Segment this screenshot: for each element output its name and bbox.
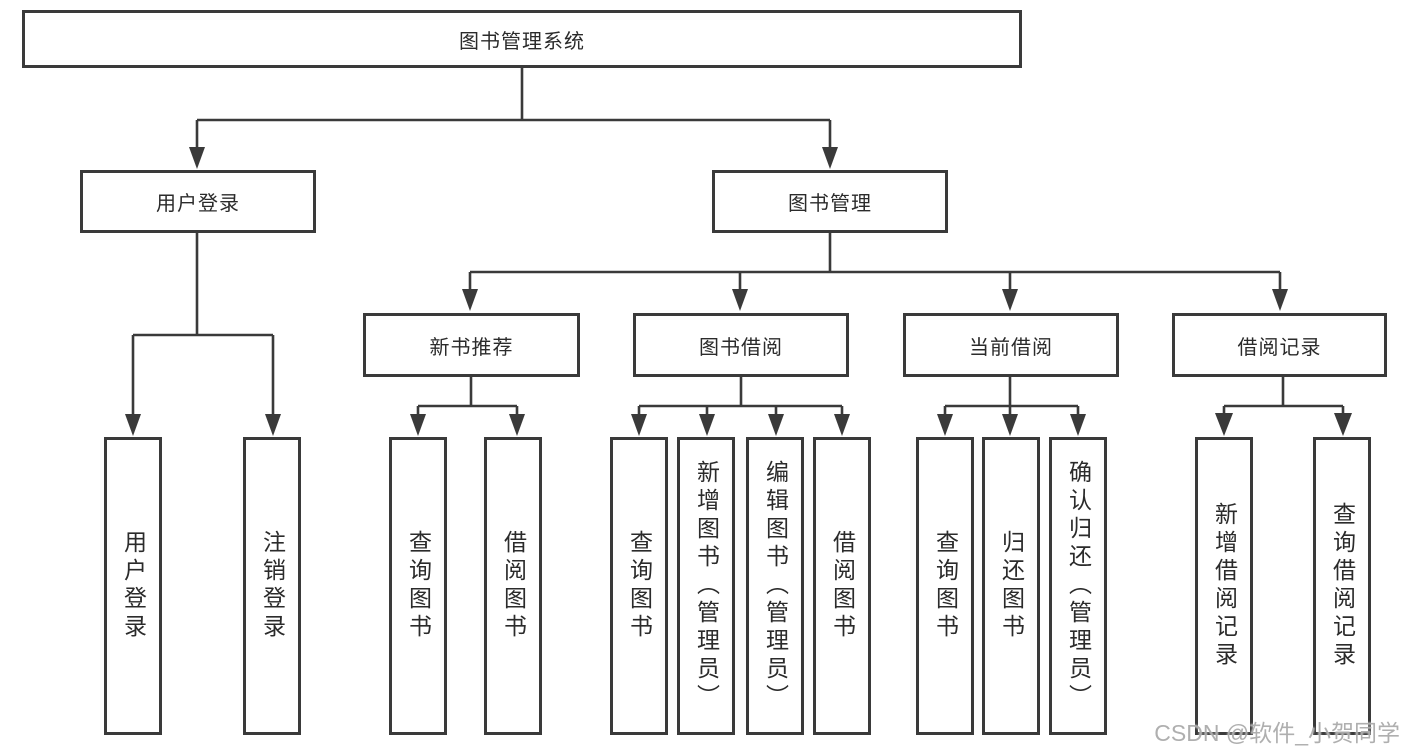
node-leaf-add-book-admin: 新增图书（管理员）: [677, 437, 735, 735]
node-book-management-system: 图书管理系统: [22, 10, 1022, 68]
node-label: 注销登录: [259, 530, 286, 642]
node-current-borrowing: 当前借阅: [903, 313, 1119, 377]
node-leaf-user-login: 用户登录: [104, 437, 162, 735]
node-label: 确认归还（管理员）: [1065, 460, 1092, 712]
node-leaf-query-books-2: 查询图书: [610, 437, 668, 735]
node-user-login: 用户登录: [80, 170, 316, 233]
node-label: 查询借阅记录: [1329, 502, 1356, 670]
node-label: 查询图书: [932, 530, 959, 642]
node-leaf-logout: 注销登录: [243, 437, 301, 735]
node-leaf-borrow-books-2: 借阅图书: [813, 437, 871, 735]
node-label: 查询图书: [405, 530, 432, 642]
node-label: 新增图书（管理员）: [693, 460, 720, 712]
node-book-borrowing: 图书借阅: [633, 313, 849, 377]
node-leaf-query-borrow-record: 查询借阅记录: [1313, 437, 1371, 735]
node-leaf-confirm-return-admin: 确认归还（管理员）: [1049, 437, 1107, 735]
node-leaf-add-borrow-record: 新增借阅记录: [1195, 437, 1253, 735]
node-borrowing-records: 借阅记录: [1172, 313, 1387, 377]
node-label: 编辑图书（管理员）: [762, 460, 789, 712]
node-label: 查询图书: [626, 530, 653, 642]
node-leaf-query-books-3: 查询图书: [916, 437, 974, 735]
node-label: 借阅图书: [829, 530, 856, 642]
node-leaf-borrow-books-1: 借阅图书: [484, 437, 542, 735]
node-label: 新增借阅记录: [1211, 502, 1238, 670]
node-label: 借阅图书: [500, 530, 527, 642]
watermark: CSDN @软件_小贺同学: [1154, 720, 1400, 746]
node-label: 用户登录: [120, 530, 147, 642]
node-label: 归还图书: [998, 530, 1025, 642]
node-leaf-query-books-1: 查询图书: [389, 437, 447, 735]
node-new-book-recommendation: 新书推荐: [363, 313, 580, 377]
node-book-management: 图书管理: [712, 170, 948, 233]
arrowheads: [125, 147, 1352, 436]
node-leaf-edit-book-admin: 编辑图书（管理员）: [746, 437, 804, 735]
node-leaf-return-books: 归还图书: [982, 437, 1040, 735]
